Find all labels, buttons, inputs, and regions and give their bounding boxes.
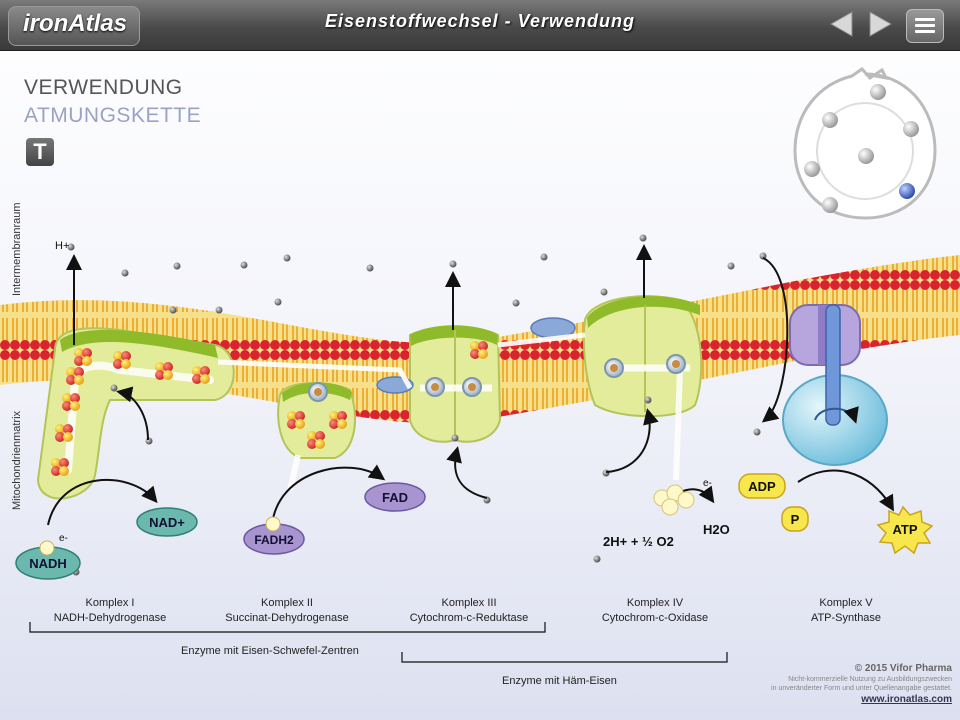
website-link[interactable]: www.ironatlas.com [861,694,952,705]
fad-label: FAD [382,490,408,505]
iron-sulfur-group-label: Enzyme mit Eisen-Schwefel-Zentren [181,645,359,657]
wheel-node[interactable] [870,84,886,100]
water-label: H2O [703,522,730,537]
electron-label: e- [59,533,68,544]
fadh2-molecule [243,516,305,555]
phosphate-molecule [781,506,809,532]
electron-label: e- [703,478,712,489]
nad-plus-label: NAD+ [149,515,185,530]
complex-name: Komplex II [261,597,313,609]
proton-label: H+ [55,240,69,252]
nad-plus-molecule [136,507,198,537]
wheel-node[interactable] [804,161,820,177]
complex-name: Komplex V [819,597,873,609]
usage-note: Nicht-kommerzielle Nutzung zu Ausbildung… [788,676,952,683]
complex-enzyme: ATP-Synthase [810,612,882,624]
previous-arrow-icon[interactable] [828,10,856,38]
menu-line-icon [915,18,935,21]
section-title: VERWENDUNG [24,76,183,99]
complex-name: Komplex IV [626,597,684,609]
water-reaction-label: 2H+ + ½ O2 [603,534,674,549]
complex-enzyme: Cytochrom-c-Oxidase [601,612,709,624]
menu-line-icon [915,30,935,33]
complex-4-label: Komplex IV Cytochrom-c-Oxidase [565,596,745,626]
flow-arrows [47,244,895,526]
page-header-title: Eisenstoffwechsel - Verwendung [324,11,636,31]
footer-copyright: © 2015 Vifor Pharma Nicht-kommerzielle N… [771,663,952,707]
complex-name: Komplex I [85,597,135,609]
complex-enzyme: Succinat-Dehydrogenase [225,612,349,624]
heme-bracket [401,652,728,663]
complex-5-atp-synthase [782,304,888,466]
copyright-text: © 2015 Vifor Pharma [854,663,952,674]
menu-button[interactable] [906,9,944,43]
complex-2-label: Komplex II Succinat-Dehydrogenase [197,596,377,626]
complex-name: Komplex III [441,597,497,609]
heme-groups [308,354,686,402]
adp-molecule [738,473,786,499]
oxygen-bubbles [653,484,695,516]
complex-enzyme: Cytochrom-c-Reduktase [409,612,529,624]
nadh-molecule [15,540,81,580]
text-toggle-button[interactable]: T [26,138,54,166]
logo-text: ironAtlas [23,10,128,37]
wheel-node[interactable] [903,121,919,137]
complex-3-label: Komplex III Cytochrom-c-Reduktase [379,596,559,626]
inner-membrane [0,255,960,424]
navigation-wheel [793,67,937,220]
fad-molecule [364,482,426,512]
section-subtitle: ATMUNGSKETTE [24,104,202,127]
fadh2-label: FADH2 [254,533,294,547]
wheel-node[interactable] [858,148,874,164]
next-arrow-icon[interactable] [866,10,894,38]
complex-enzyme: NADH-Dehydrogenase [53,612,167,624]
heme-group-label: Enzyme mit Häm-Eisen [502,675,617,687]
adp-label: ADP [748,479,776,494]
usage-note: in unveränderter Form und unter Quellena… [771,685,952,692]
top-bar: ironAtlas Eisenstoffwechsel - Verwendung [0,0,960,51]
wheel-node[interactable] [822,112,838,128]
phosphate-label: P [791,512,800,527]
ironatlas-logo[interactable]: ironAtlas [8,6,140,46]
atp-label: ATP [892,522,917,537]
complex-5-label: Komplex V ATP-Synthase [756,596,936,626]
wheel-node[interactable] [822,197,838,213]
complex-1-label: Komplex I NADH-Dehydrogenase [20,596,200,626]
iron-sulfur-clusters [51,341,488,476]
atp-star [876,505,934,555]
menu-line-icon [915,24,935,27]
nadh-label: NADH [29,556,67,571]
iron-sulfur-bracket [29,622,546,633]
wheel-node-active[interactable] [899,183,915,199]
